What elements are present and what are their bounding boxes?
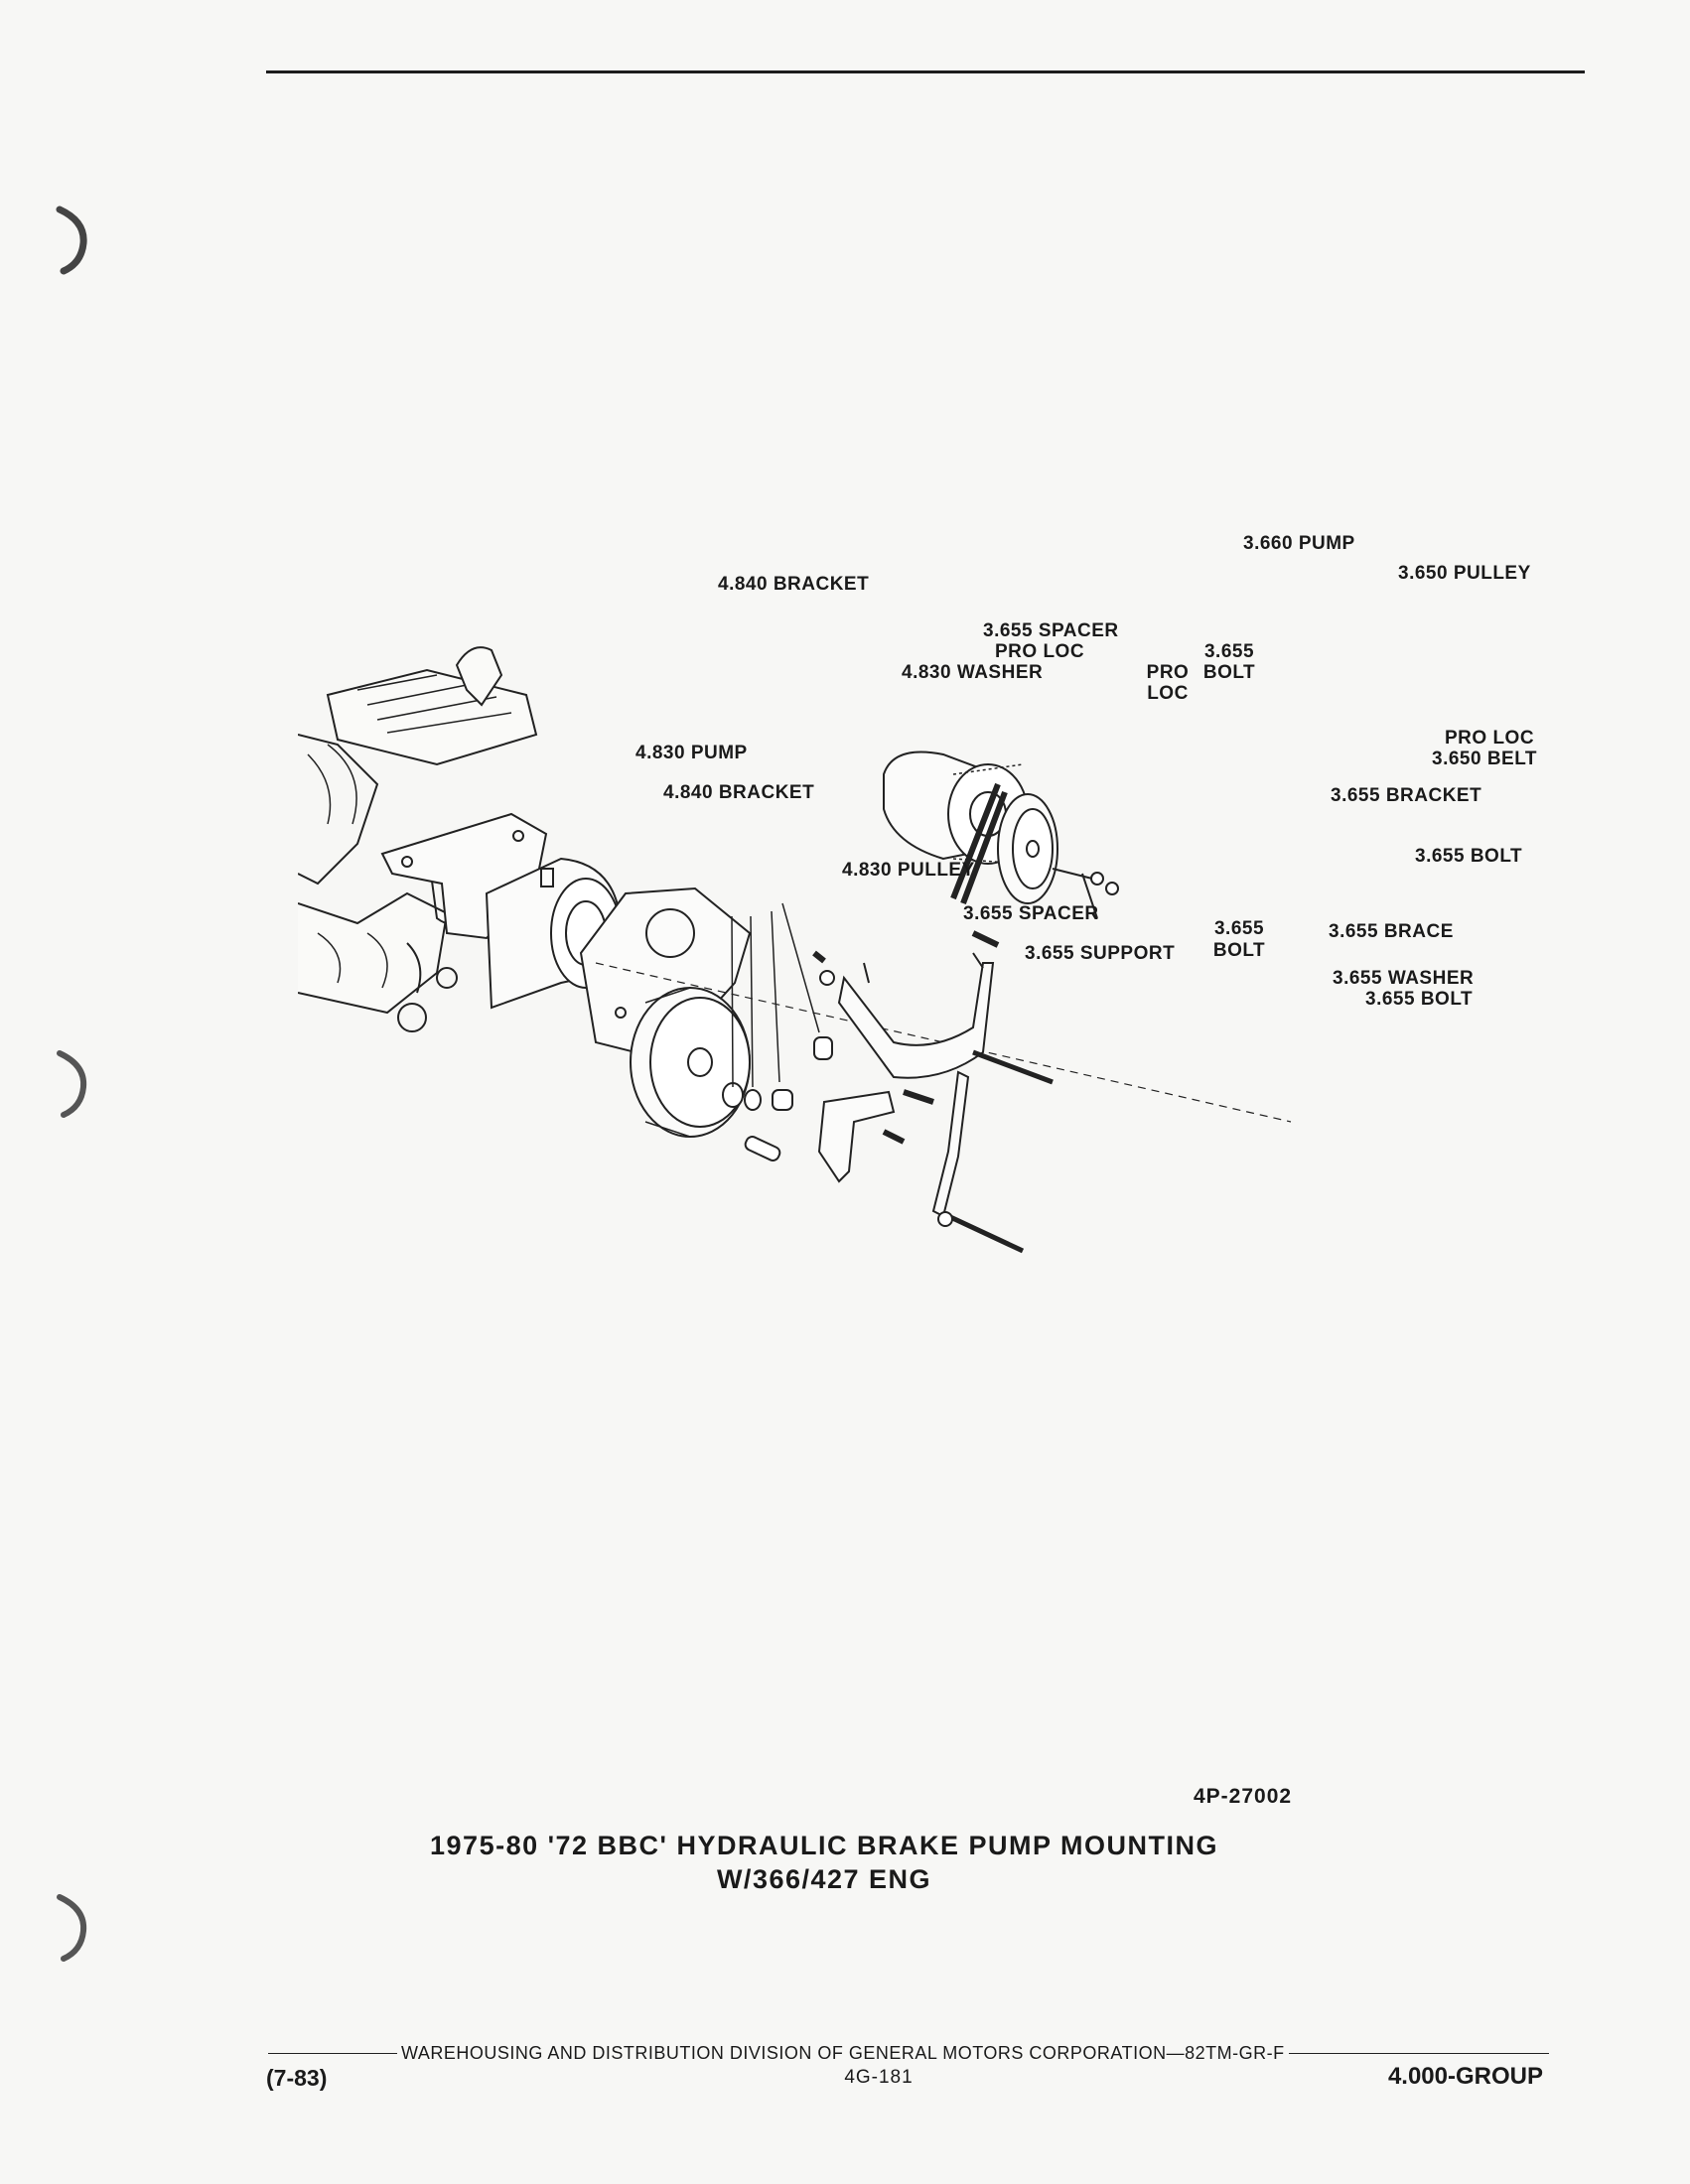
- binder-hole-mark-top: [56, 205, 87, 275]
- footer-page-number: 4G-181: [844, 2067, 914, 2088]
- bolt-3655-bottom-drawing: [946, 1213, 1025, 1254]
- label-washer-4830: 4.830 WASHER: [902, 662, 1044, 683]
- binder-hole-mark-middle: [57, 1050, 87, 1118]
- label-bolt-3655-right: 3.655 BOLT: [1415, 846, 1523, 867]
- figure-caption-line1: 1975-80 '72 BBC' HYDRAULIC BRAKE PUMP MO…: [430, 1831, 1218, 1860]
- bolt-3655-right-drawing: [971, 930, 1000, 948]
- pro-loc-nut-drawing: [744, 1089, 762, 1111]
- bracket-3655-drawing: [837, 962, 995, 1079]
- belt-3650-drawing: [950, 782, 1008, 905]
- figure-code: 4P-27002: [1194, 1785, 1293, 1808]
- footer-rule-right: [1288, 2052, 1549, 2055]
- label-pump-3660: 3.660 PUMP: [1243, 533, 1355, 554]
- pulley-3650-drawing: [997, 793, 1058, 904]
- binder-hole-mark-bottom: [57, 1894, 87, 1962]
- label-bracket-3655: 3.655 BRACKET: [1331, 785, 1482, 806]
- label-bracket-4840-lower: 4.840 BRACKET: [663, 782, 815, 803]
- label-bolt-3655-upper-line2: BOLT: [1202, 662, 1256, 683]
- footer-rule-left: [268, 2052, 397, 2055]
- label-bracket-4840-upper: 4.840 BRACKET: [718, 574, 870, 595]
- bolt-3655-upper-drawing: [812, 950, 826, 964]
- label-support-3655: 3.655 SUPPORT: [1025, 943, 1176, 964]
- label-bolt-3655-middle-line1: 3.655: [1213, 918, 1265, 939]
- label-spacer-3655-lower: 3.655 SPACER: [963, 903, 1099, 924]
- label-washer-3655: 3.655 WASHER: [1333, 968, 1475, 989]
- engine-block-drawing: [298, 646, 538, 1032]
- pump-mounting-diagram: 4.840 BRACKET 3.660 PUMP 3.650 PULLEY 3.…: [298, 533, 1549, 1310]
- footer-date: (7-83): [266, 2065, 328, 2091]
- spacer-3655-upper-drawing: [772, 1089, 793, 1111]
- footer-division-line: WAREHOUSING AND DISTRIBUTION DIVISION OF…: [268, 2043, 1549, 2064]
- label-pro-loc-middle-line1: PRO: [1146, 662, 1190, 683]
- label-bolt-3655-middle-line2: BOLT: [1212, 940, 1266, 961]
- brace-3655-drawing: [931, 1070, 970, 1218]
- spacer-3655-drawing: [813, 1036, 833, 1060]
- label-bolt-3655-upper-line1: 3.655: [1203, 641, 1255, 662]
- label-pump-4830: 4.830 PUMP: [635, 743, 748, 763]
- label-pulley-3650: 3.650 PULLEY: [1398, 563, 1531, 584]
- label-pulley-4830: 4.830 PULLEY: [842, 860, 975, 881]
- figure-caption-line2: W/366/427 ENG: [716, 1864, 932, 1894]
- exploded-view-illustration: [298, 646, 1292, 1254]
- label-brace-3655: 3.655 BRACE: [1329, 921, 1454, 942]
- bolt-3655-long-drawing: [972, 1049, 1054, 1085]
- support-3655-drawing: [817, 1090, 896, 1183]
- label-pro-loc-right: PRO LOC: [1445, 728, 1535, 749]
- label-bolt-3655-bottom: 3.655 BOLT: [1365, 989, 1474, 1010]
- label-spacer-3655-upper: 3.655 SPACER: [983, 620, 1119, 641]
- label-pro-loc-middle-line2: LOC: [1147, 683, 1189, 704]
- label-belt-3650: 3.650 BELT: [1432, 749, 1538, 769]
- label-pro-loc-upper: PRO LOC: [995, 641, 1085, 662]
- spacer-3655-lower-drawing: [744, 1136, 781, 1161]
- header-rule: [266, 70, 1585, 73]
- footer-division-text: WAREHOUSING AND DISTRIBUTION DIVISION OF…: [401, 2043, 1285, 2063]
- footer-group: 4.000-GROUP: [1387, 2063, 1543, 2090]
